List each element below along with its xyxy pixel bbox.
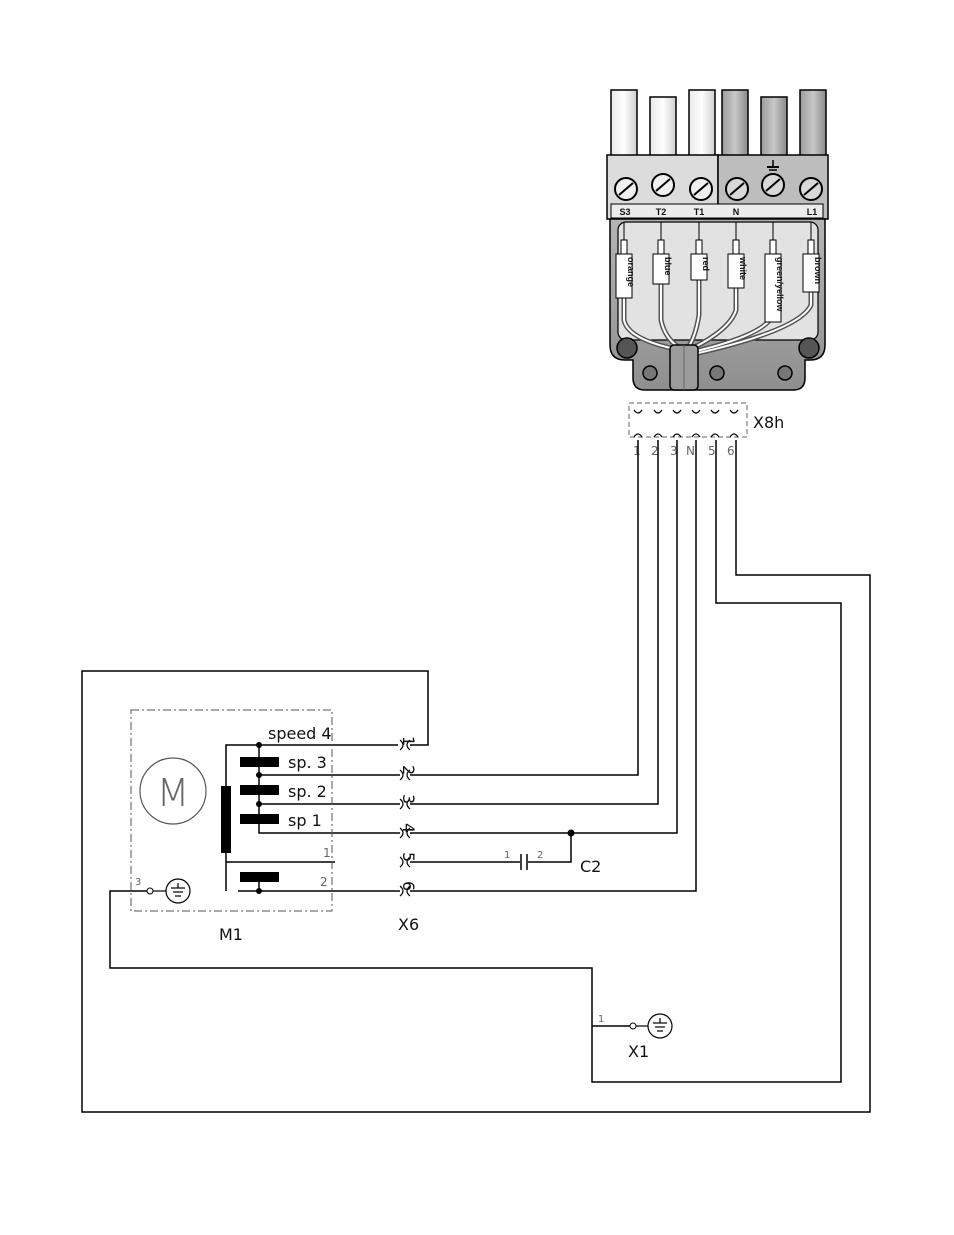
wire-label-white: white bbox=[738, 256, 748, 280]
x6-pin-1: 1 bbox=[399, 736, 418, 746]
x8h-connector: X8h 1 2 3 N 5 6 bbox=[629, 403, 784, 458]
wire-label-green-yellow: green/yellow bbox=[775, 257, 785, 313]
motor-pin-3: 3 bbox=[135, 877, 141, 888]
speed-label-1: sp 1 bbox=[288, 811, 322, 830]
x8h-pin-1: 1 bbox=[633, 444, 641, 458]
terminal-label-l1: L1 bbox=[807, 207, 818, 217]
motor-label: M1 bbox=[219, 925, 243, 944]
x6-connector: 1 2 3 4 5 6 X6 bbox=[398, 736, 419, 934]
wire-label-blue: blue bbox=[663, 257, 673, 276]
x6-label: X6 bbox=[398, 915, 419, 934]
motor-pin-1: 1 bbox=[323, 846, 331, 860]
x8h-pin-6: 6 bbox=[727, 444, 735, 458]
connector-plug-right bbox=[722, 90, 826, 159]
wire-label-brown: brown bbox=[813, 257, 823, 284]
ground-x1-pin: 1 bbox=[598, 1014, 604, 1025]
ground-icon bbox=[630, 1014, 672, 1038]
motor-symbol: M bbox=[157, 771, 190, 815]
terminal-label-t1: T1 bbox=[694, 207, 705, 217]
wire-label-red: red bbox=[701, 257, 711, 271]
motor-pin-2: 2 bbox=[320, 875, 328, 889]
x6-pin-5: 5 bbox=[399, 852, 418, 862]
connector-block: S3 T2 T1 N L1 bbox=[607, 90, 828, 390]
ground-x1: 1 X1 bbox=[598, 1014, 672, 1061]
capacitor-label: C2 bbox=[580, 857, 601, 876]
ground-icon bbox=[147, 879, 190, 903]
terminal-label-s3: S3 bbox=[619, 207, 630, 217]
x6-pin-3: 3 bbox=[399, 794, 418, 804]
wire-label-orange: orange bbox=[626, 257, 636, 287]
x6-pin-2: 2 bbox=[399, 765, 418, 775]
connector-plug-left bbox=[611, 90, 715, 159]
terminal-label-n: N bbox=[733, 207, 740, 217]
speed-label-2: sp. 2 bbox=[288, 782, 327, 801]
x8h-pin-n: N bbox=[686, 444, 695, 458]
capacitor-pin-2: 2 bbox=[537, 850, 543, 861]
motor-icon: M bbox=[140, 758, 206, 824]
ground-x1-label: X1 bbox=[628, 1042, 649, 1061]
x8h-label: X8h bbox=[753, 413, 784, 432]
x8h-pin-5: 5 bbox=[708, 444, 716, 458]
x6-pin-4: 4 bbox=[399, 823, 418, 833]
terminal-label-t2: T2 bbox=[656, 207, 667, 217]
capacitor-c2: 1 2 C2 bbox=[504, 850, 601, 876]
speed-label-4: speed 4 bbox=[268, 724, 332, 743]
capacitor-pin-1: 1 bbox=[504, 850, 510, 861]
x6-pin-6: 6 bbox=[399, 881, 418, 891]
capacitor-icon bbox=[521, 854, 527, 870]
speed-label-3: sp. 3 bbox=[288, 753, 327, 772]
